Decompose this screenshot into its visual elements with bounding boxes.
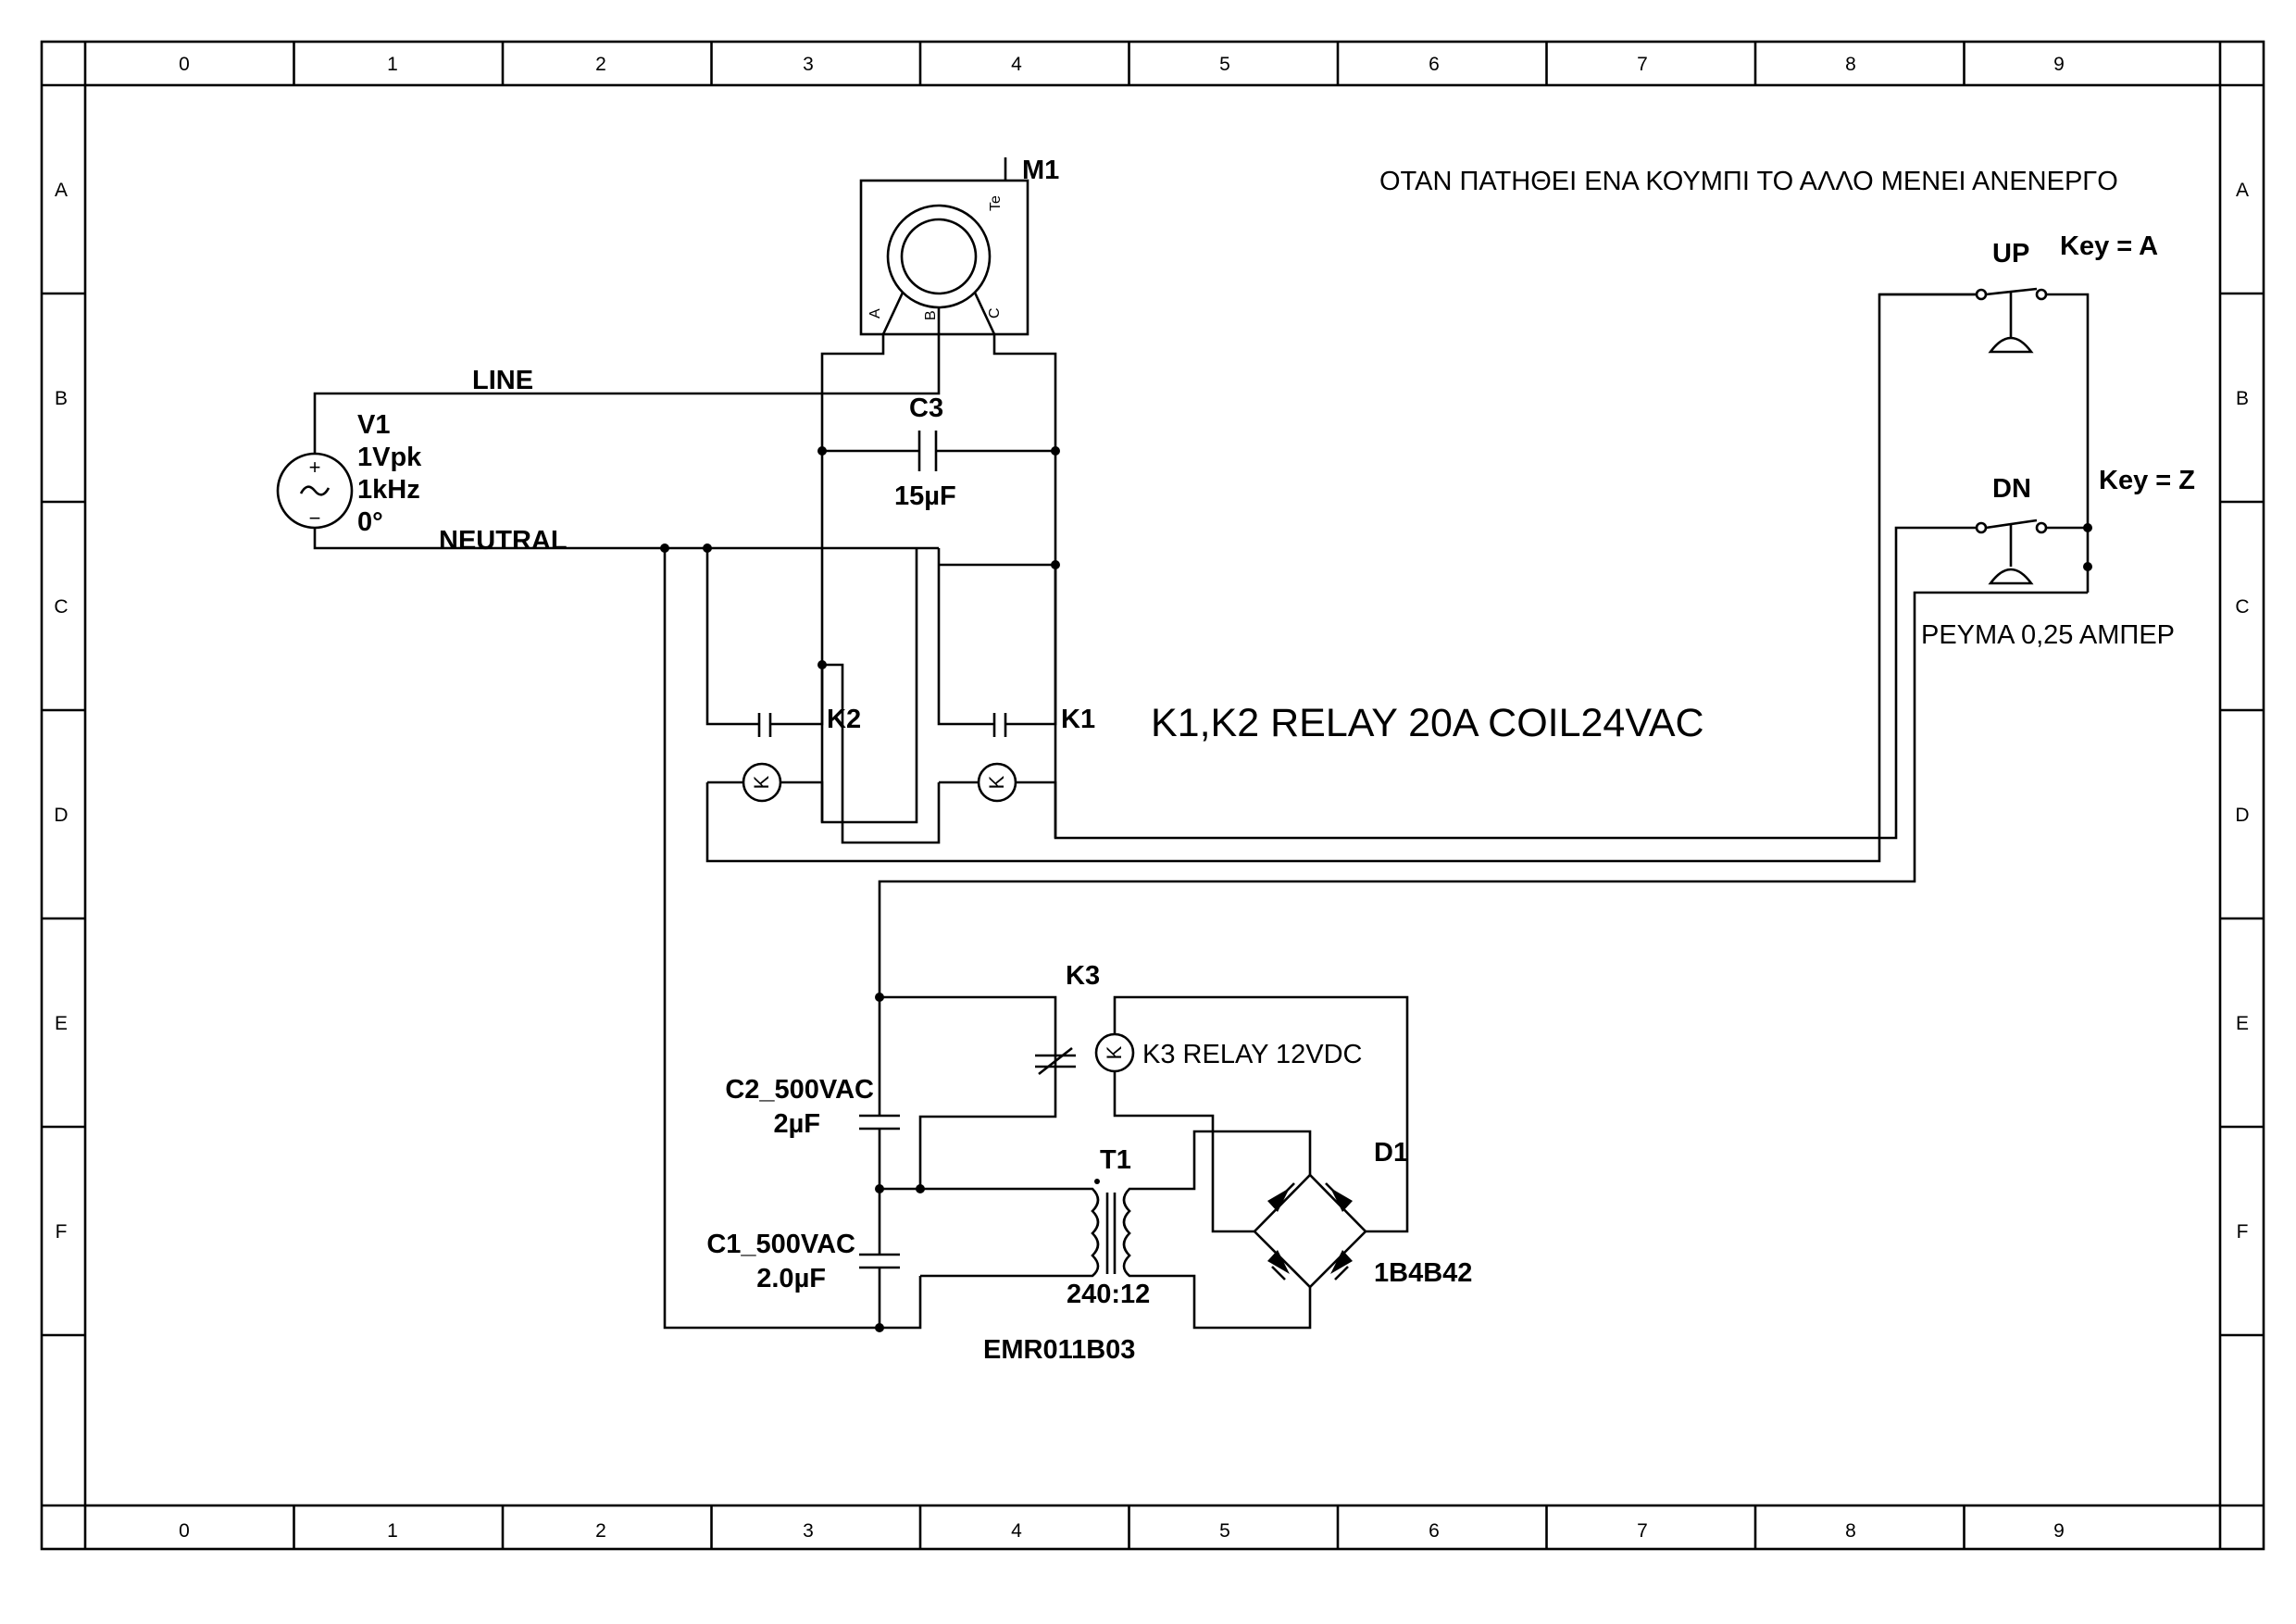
k2-coil: K <box>742 762 782 803</box>
dn-ref: DN <box>1992 474 2031 504</box>
d1-part: 1B4B42 <box>1374 1258 1472 1288</box>
row-labels-right: A B C D E F <box>2235 180 2249 1243</box>
c2-ref: C2_500VAC <box>725 1075 874 1105</box>
k2-ref: K2 <box>827 705 861 734</box>
net-label-line: LINE <box>472 366 533 395</box>
c1-value: 2.0µF <box>756 1264 826 1293</box>
current-note: ΡΕΥΜΑ 0,25 ΑΜΠΕΡ <box>1921 620 2175 650</box>
motor-pin-a: A <box>867 308 883 319</box>
col-label-7: 7 <box>1637 54 1648 75</box>
col-label-4: 4 <box>1011 54 1022 75</box>
col-label-0: 0 <box>179 54 190 75</box>
k3-coil: K <box>1094 1032 1135 1073</box>
bridge-rectifier-d1 <box>1253 1173 1367 1289</box>
motor-te-label: Te <box>988 195 1004 211</box>
relay-spec-note: K1,K2 RELAY 20A COIL24VAC <box>1151 701 1704 745</box>
ac-source-v1: + − V1 1Vpk 1kHz 0° <box>276 410 422 537</box>
motor-pin-b: B <box>923 310 939 320</box>
col-label-3: 3 <box>803 54 814 75</box>
source-amplitude: 1Vpk <box>357 443 422 472</box>
k1-coil-symbol: K <box>985 775 1008 789</box>
row-label-b: B <box>2236 388 2249 409</box>
source-plus: + <box>309 456 321 479</box>
k3-coil-symbol: K <box>1103 1045 1126 1059</box>
interlock-note: ΟΤΑΝ ΠΑΤΗΘΕΙ ΕΝΑ ΚΟΥΜΠΙ ΤΟ ΑΛΛΟ ΜΕΝΕΙ ΑΝ… <box>1379 167 2118 196</box>
sheet-border <box>40 40 2265 1551</box>
col-label-9: 9 <box>2053 1520 2065 1542</box>
col-label-8: 8 <box>1845 1520 1856 1542</box>
net-label-neutral: NEUTRAL <box>439 526 568 556</box>
k3-spec-note: K3 RELAY 12VDC <box>1142 1040 1363 1069</box>
up-key: Key = A <box>2060 231 2158 261</box>
motor-pin-c: C <box>987 307 1003 319</box>
k1-ref: K1 <box>1061 705 1095 734</box>
row-label-c: C <box>54 596 68 618</box>
row-dividers <box>42 292 2264 1337</box>
lower-section-wires <box>859 995 1409 1330</box>
k3-ref: K3 <box>1066 961 1100 991</box>
col-label-9: 9 <box>2053 54 2065 75</box>
up-pushbutton <box>1879 287 2090 593</box>
col-label-2: 2 <box>595 54 606 75</box>
junction-dots <box>660 446 2092 1332</box>
source-phase: 0° <box>357 507 383 537</box>
transformer-t1 <box>1085 1179 1137 1278</box>
col-label-6: 6 <box>1429 54 1440 75</box>
col-label-7: 7 <box>1637 1520 1648 1542</box>
col-label-1: 1 <box>387 1520 398 1542</box>
t1-ratio: 240:12 <box>1067 1280 1150 1309</box>
col-label-0: 0 <box>179 1520 190 1542</box>
row-label-e: E <box>55 1013 68 1034</box>
source-minus: − <box>309 506 321 530</box>
col-label-5: 5 <box>1219 54 1230 75</box>
column-labels-bottom: 0 1 2 3 4 5 6 7 8 9 <box>179 1520 2065 1542</box>
column-dividers <box>293 42 1965 1549</box>
t1-part: EMR011B03 <box>983 1335 1135 1365</box>
col-label-3: 3 <box>803 1520 814 1542</box>
motor-ref: M1 <box>1022 156 1059 185</box>
c2-value: 2µF <box>773 1109 820 1139</box>
up-ref: UP <box>1992 239 2029 269</box>
row-labels-left: A B C D E F <box>54 180 68 1243</box>
source-frequency: 1kHz <box>357 475 420 505</box>
col-label-8: 8 <box>1845 54 1856 75</box>
k2-coil-symbol: K <box>750 775 773 789</box>
row-label-c: C <box>2235 596 2249 618</box>
col-label-5: 5 <box>1219 1520 1230 1542</box>
d1-ref: D1 <box>1374 1138 1408 1168</box>
c3-ref: C3 <box>909 394 943 423</box>
dn-pushbutton <box>878 518 2088 997</box>
row-label-f: F <box>56 1221 68 1243</box>
row-label-d: D <box>54 805 68 826</box>
column-labels-top: 0 1 2 3 4 5 6 7 8 9 <box>179 54 2065 75</box>
col-label-4: 4 <box>1011 1520 1022 1542</box>
k1-coil: K <box>977 762 1017 803</box>
source-ref: V1 <box>357 410 390 440</box>
t1-ref: T1 <box>1100 1145 1131 1175</box>
top-section-wires <box>313 293 1977 1330</box>
c1-ref: C1_500VAC <box>706 1230 855 1259</box>
dn-key: Key = Z <box>2099 466 2195 495</box>
col-label-1: 1 <box>387 54 398 75</box>
row-label-d: D <box>2235 805 2249 826</box>
col-label-2: 2 <box>595 1520 606 1542</box>
col-label-6: 6 <box>1429 1520 1440 1542</box>
row-label-e: E <box>2236 1013 2249 1034</box>
motor-m1: A B C Te M1 <box>859 156 1059 336</box>
c3-value: 15µF <box>894 481 956 511</box>
row-label-b: B <box>55 388 68 409</box>
row-label-f: F <box>2237 1221 2249 1243</box>
row-label-a: A <box>2236 180 2249 201</box>
row-label-a: A <box>55 180 68 201</box>
